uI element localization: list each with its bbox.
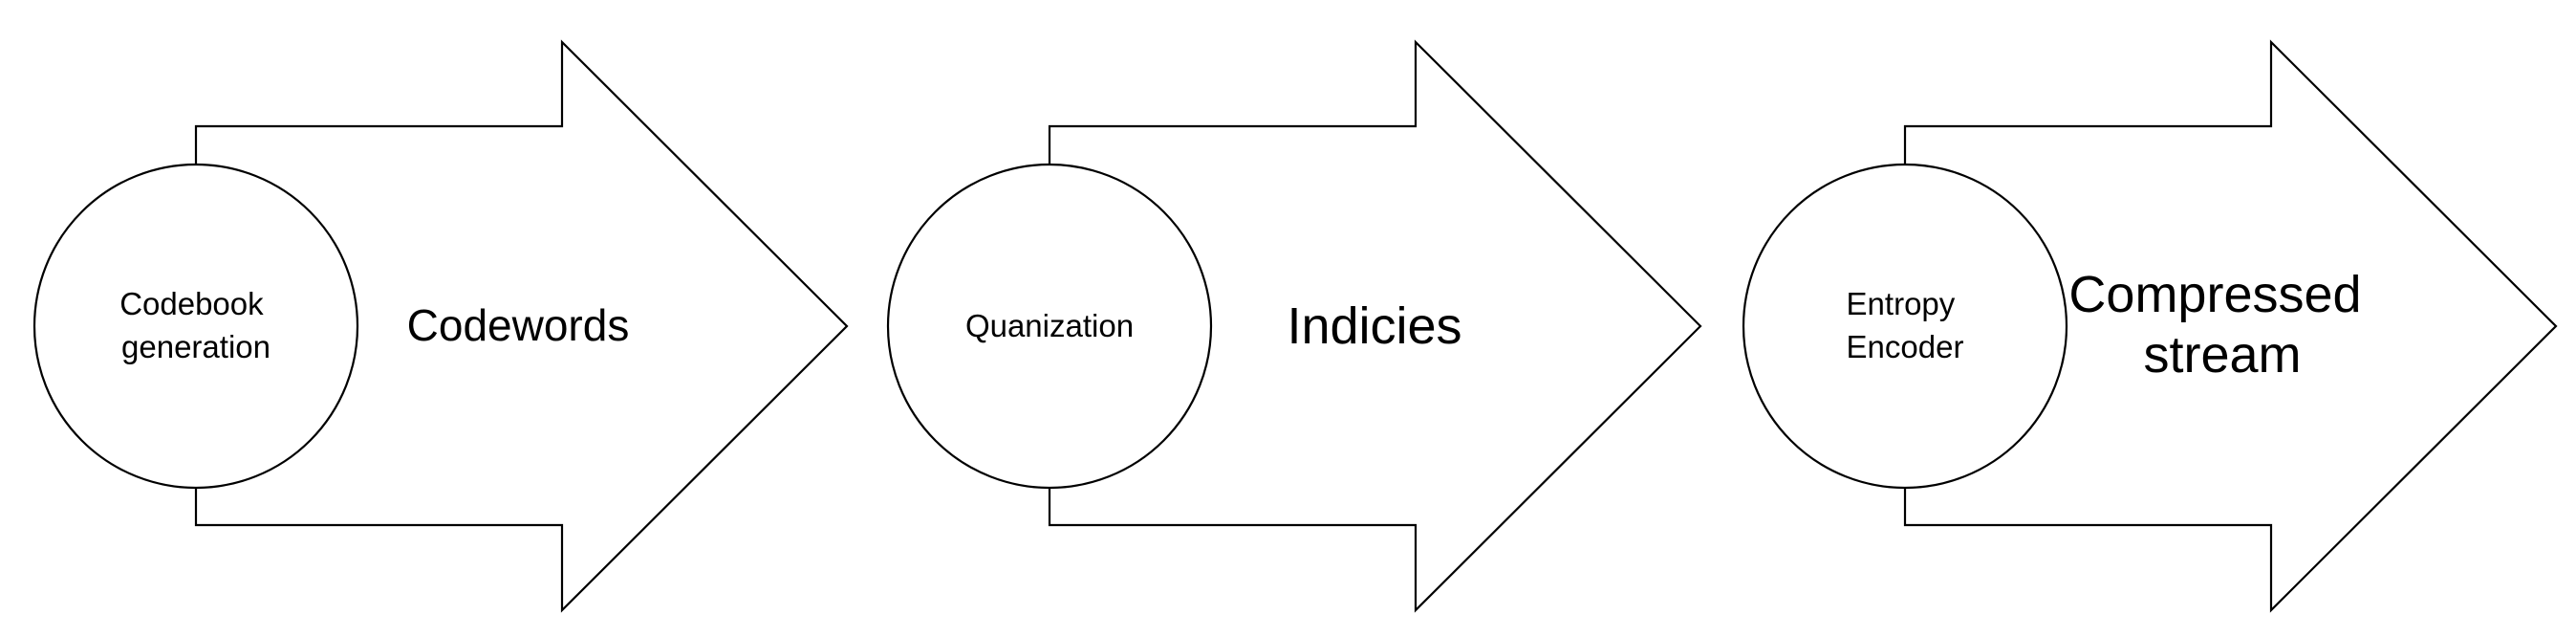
stage-codebook-generation: Codebook generation Codewords [32, 39, 849, 613]
stage-1-process-line-1: Codebook [119, 286, 264, 321]
stage-3-output-line-2: stream [2143, 326, 2301, 384]
stage-2-process-circle [886, 163, 1213, 490]
stage-2-arrow [1048, 39, 1702, 613]
stage-1-process-line-2: generation [121, 329, 271, 364]
stage-1-arrow [194, 39, 849, 613]
stage-3-arrow [1903, 39, 2558, 613]
stage-3-process-line-2: Encoder [1847, 329, 1964, 364]
stage-3-output-line-1: Compressed [2068, 266, 2361, 323]
stage-2-output-label: Indicies [1287, 297, 1461, 355]
stage-3-process-circle [1742, 163, 2068, 490]
stage-1-process-label: Codebook generation [119, 286, 272, 364]
stage-quantization: Quanization Indicies [886, 39, 1702, 613]
stage-2-process-label: Quanization [965, 308, 1134, 343]
stage-2-output-line-1: Indicies [1287, 297, 1461, 355]
stage-2-process-line-1: Quanization [965, 308, 1134, 343]
stage-entropy-encoder: Entropy Encoder Compressed stream [1742, 39, 2558, 613]
stage-1-process-circle [32, 163, 359, 490]
stage-3-process-label: Entropy Encoder [1847, 286, 1964, 364]
stage-1-output-line-1: Codewords [407, 300, 630, 350]
stage-3-process-line-1: Entropy [1847, 286, 1956, 321]
stage-1-output-label: Codewords [407, 300, 630, 350]
stage-3-output-label: Compressed stream [2068, 266, 2375, 384]
